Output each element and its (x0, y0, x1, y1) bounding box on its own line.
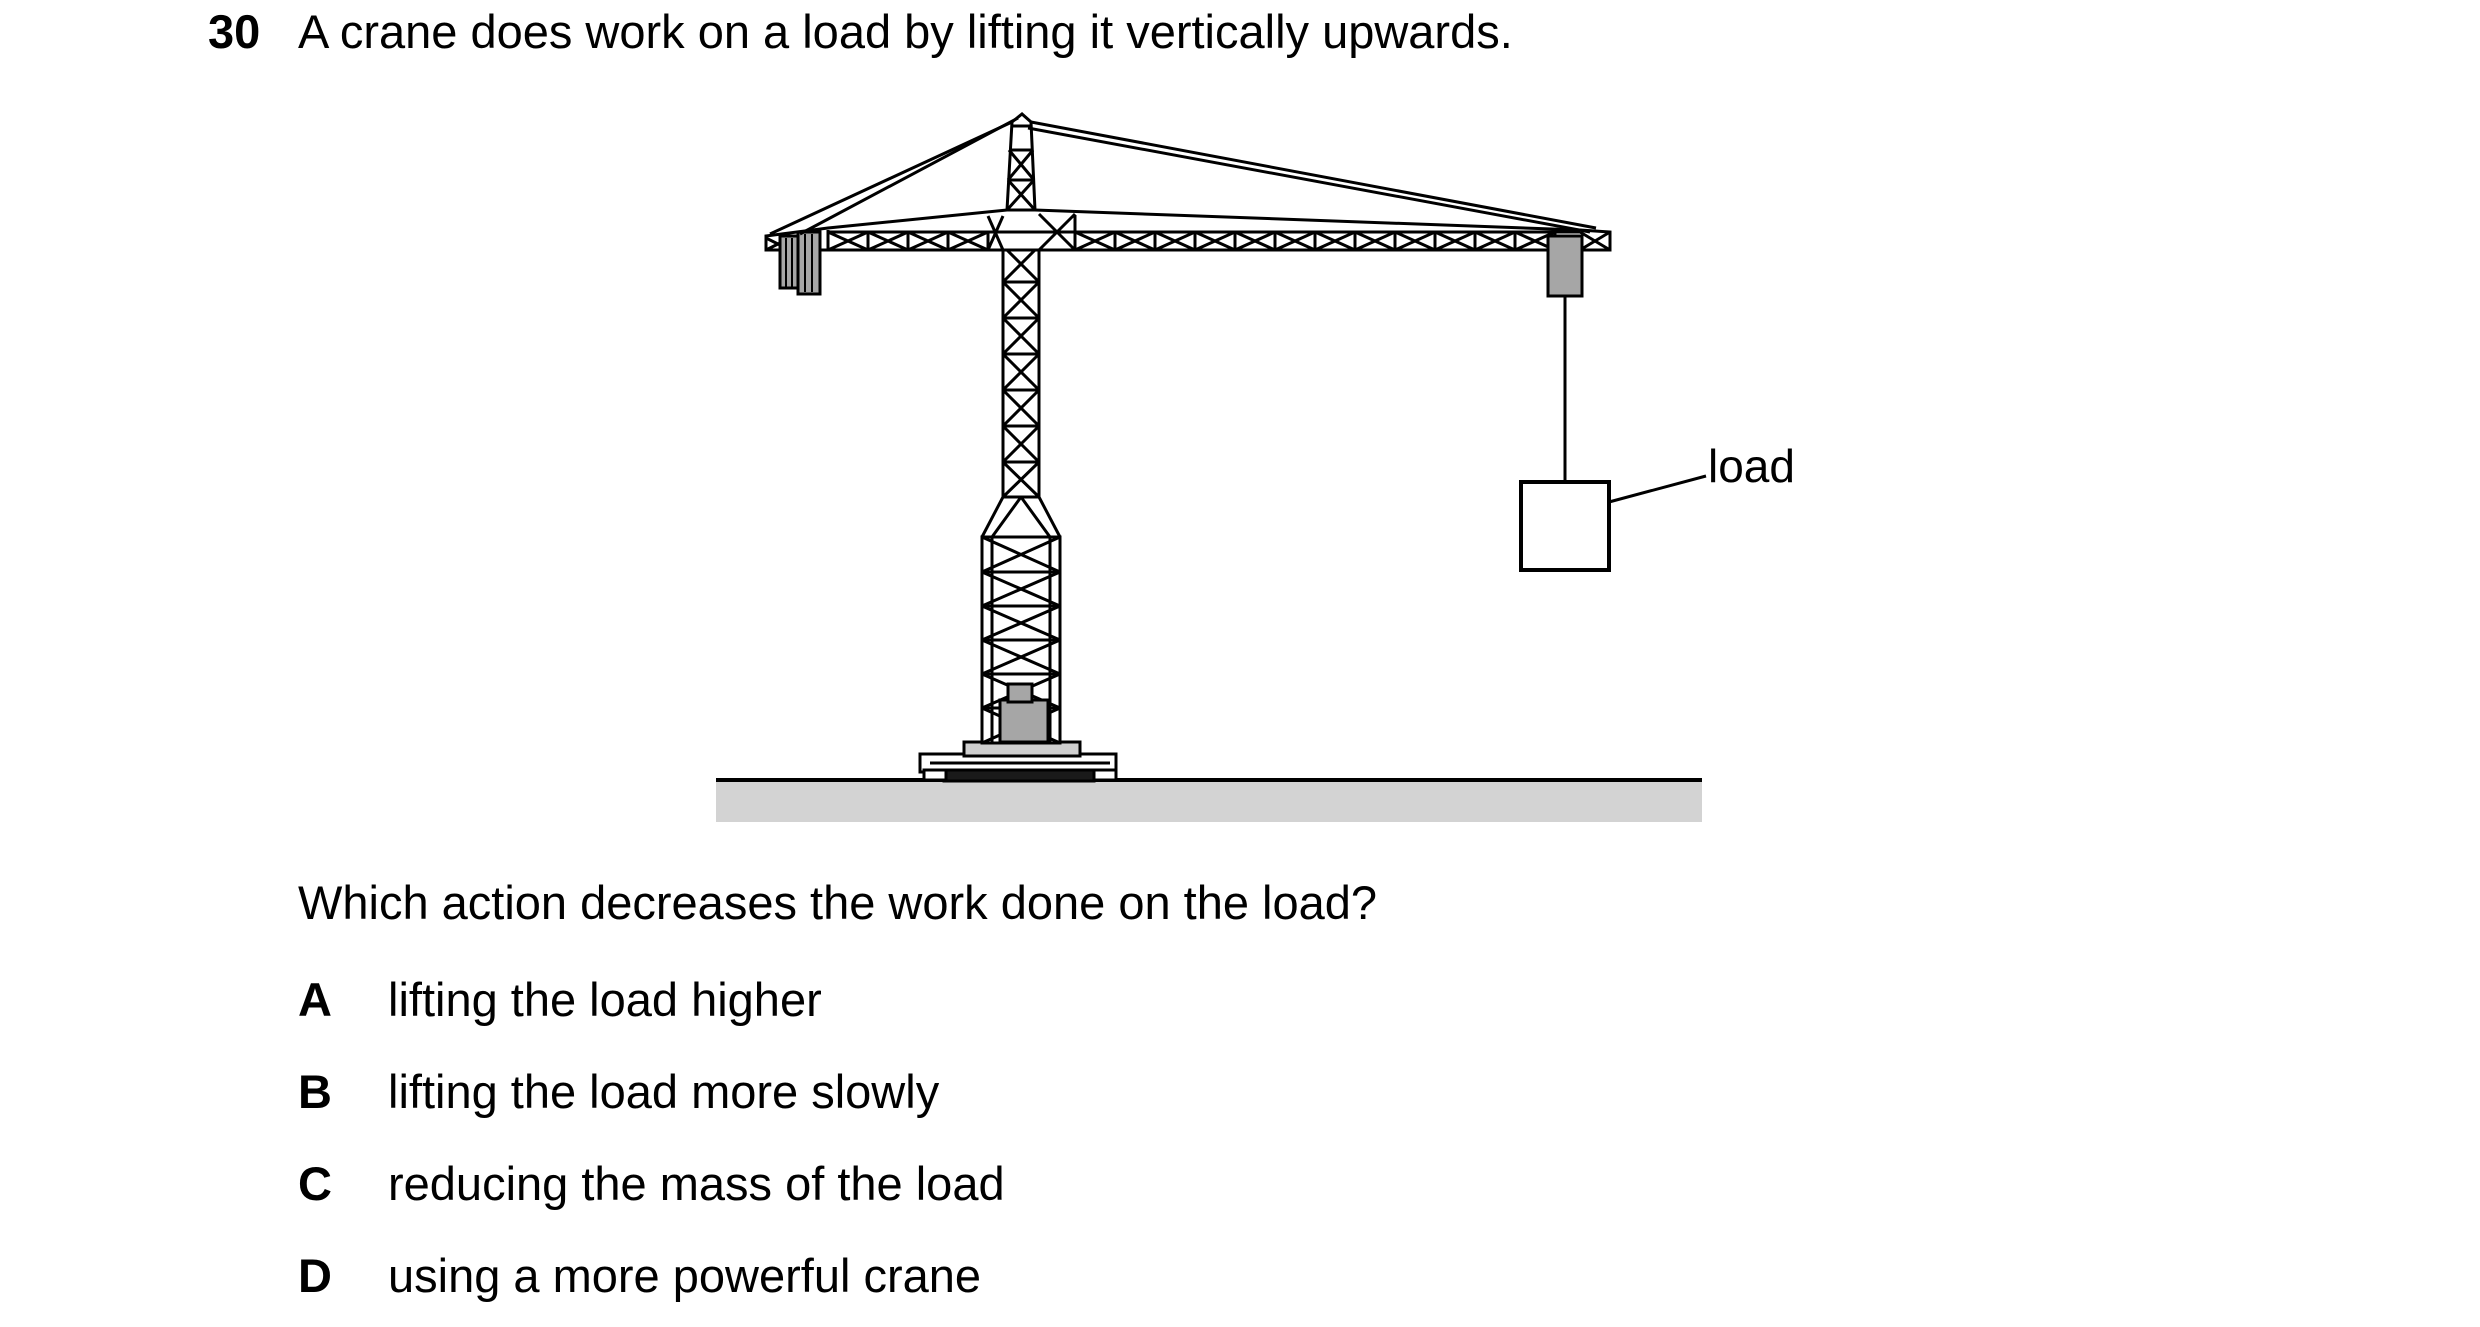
counterweight (778, 230, 822, 296)
option-text: using a more powerful crane (388, 1249, 982, 1302)
option-letter: A (298, 973, 332, 1026)
ground (716, 780, 1702, 822)
cat-head (1005, 112, 1037, 212)
option-text: lifting the load higher (388, 973, 822, 1026)
load-label: load (1708, 440, 1795, 492)
question-number: 30 (208, 5, 261, 58)
option-letter: D (298, 1249, 332, 1302)
load-box (1519, 480, 1611, 572)
option-text: lifting the load more slowly (388, 1065, 940, 1118)
option-letter: B (298, 1065, 332, 1118)
question-stem: A crane does work on a load by lifting i… (298, 5, 1513, 58)
question-prompt: Which action decreases the work done on … (298, 876, 1378, 929)
option-text: reducing the mass of the load (388, 1157, 1005, 1210)
crane-base (918, 740, 1118, 783)
trolley (1546, 234, 1584, 298)
load-leader-line (1608, 474, 1707, 504)
jib (764, 208, 1612, 252)
climbing-unit (998, 682, 1050, 744)
mast (1001, 244, 1041, 499)
option-letter: C (298, 1157, 332, 1210)
tie-cables (769, 116, 1597, 236)
